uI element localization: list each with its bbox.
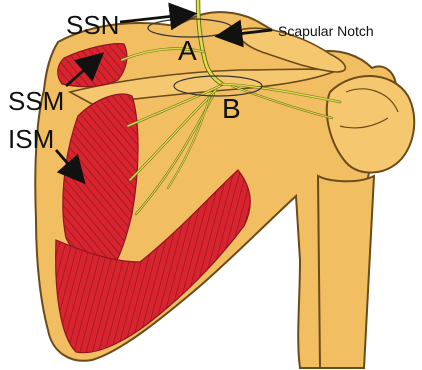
label-b: B	[222, 93, 241, 124]
label-ssn: SSN	[66, 10, 119, 40]
label-a: A	[178, 35, 197, 66]
label-ism: ISM	[8, 124, 54, 154]
label-ssm: SSM	[8, 86, 64, 116]
label-scapular-notch: Scapular Notch	[278, 23, 374, 39]
arrow-icon	[120, 14, 192, 22]
humerus-shaft	[318, 176, 374, 368]
